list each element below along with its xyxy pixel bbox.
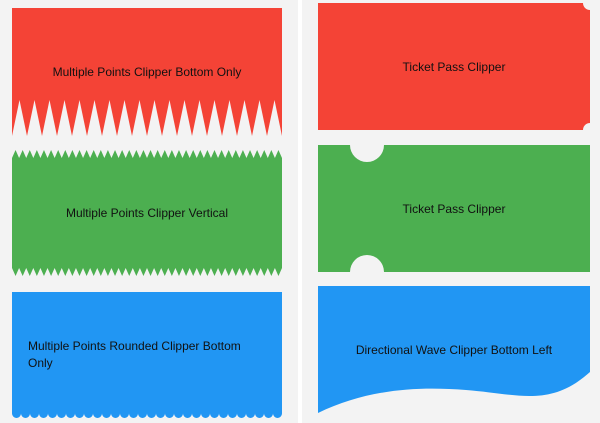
card-label: Ticket Pass Clipper [403, 202, 506, 216]
multiple-points-clipper-bottom-only-card: Multiple Points Clipper Bottom Only [12, 8, 282, 136]
card-label: Multiple Points Clipper Vertical [66, 206, 228, 220]
ticket-pass-clipper-card-2: Ticket Pass Clipper [318, 145, 590, 272]
directional-wave-clipper-card: Directional Wave Clipper Bottom Left [318, 286, 590, 413]
card-label: Multiple Points Clipper Bottom Only [53, 65, 242, 79]
multiple-points-rounded-clipper-card: Multiple Points Rounded Clipper Bottom O… [12, 292, 282, 418]
card-label-line2: Only [28, 356, 53, 370]
card-label-line1: Multiple Points Rounded Clipper Bottom [28, 339, 241, 353]
left-panel: Multiple Points Clipper Bottom Only Mult… [0, 0, 298, 423]
card-label: Directional Wave Clipper Bottom Left [356, 343, 553, 357]
ticket-pass-clipper-card-1: Ticket Pass Clipper [318, 3, 590, 130]
card-label: Ticket Pass Clipper [403, 60, 506, 74]
right-panel: Ticket Pass Clipper Ticket Pass Clipper … [302, 0, 600, 423]
multiple-points-clipper-vertical-card: Multiple Points Clipper Vertical [12, 150, 282, 276]
